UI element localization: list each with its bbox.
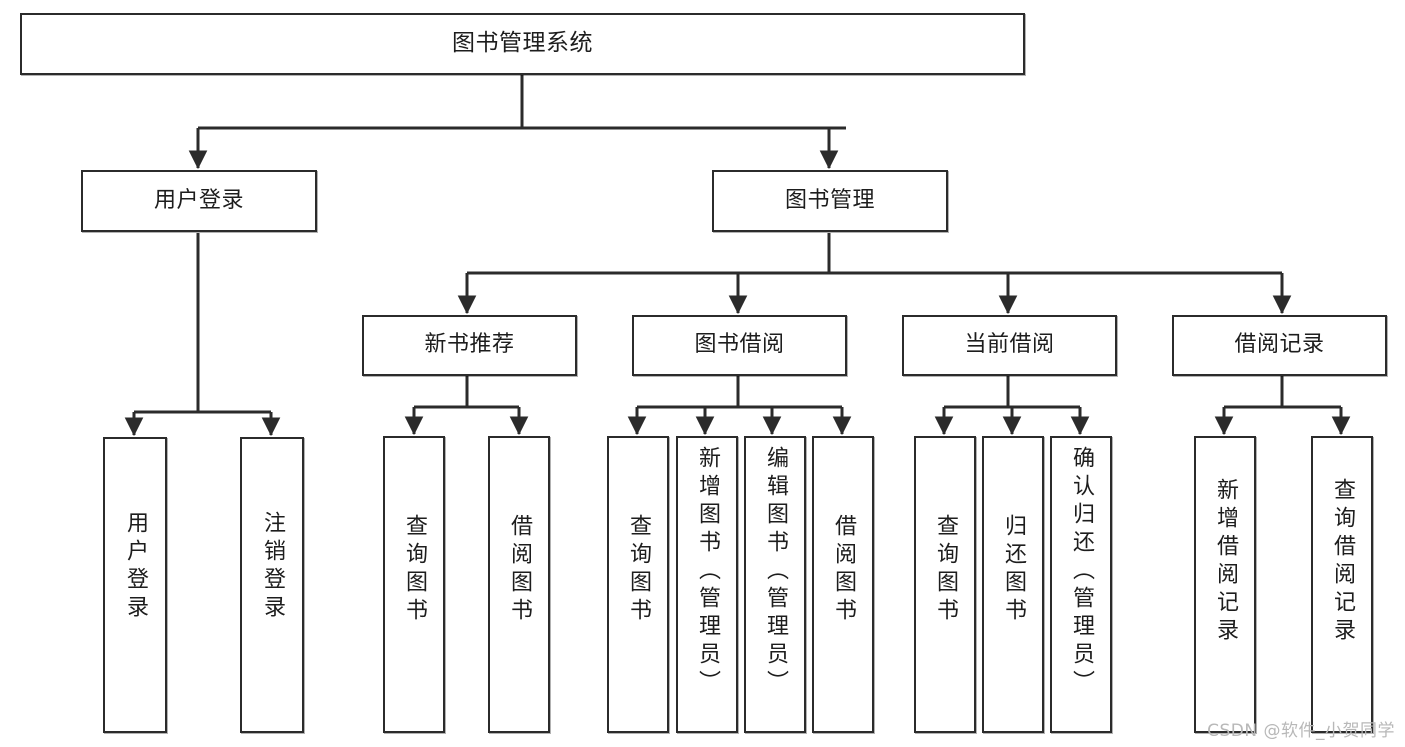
node-borrow-record[interactable]: 借阅记录 — [1172, 315, 1387, 376]
node-leaf-query-book-borrow[interactable]: 查询图书 — [607, 436, 669, 733]
node-leaf-add-book[interactable]: 新增图书（管理员） — [676, 436, 738, 733]
node-leaf-logout[interactable]: 注销登录 — [240, 437, 304, 733]
node-label: 查询借阅记录 — [1330, 478, 1355, 646]
node-label: 归还图书 — [1001, 514, 1026, 626]
node-label: 编辑图书（管理员） — [763, 446, 788, 698]
node-label: 借阅图书 — [831, 514, 856, 626]
node-leaf-add-borrow-record[interactable]: 新增借阅记录 — [1194, 436, 1256, 733]
node-label: 查询图书 — [402, 514, 427, 626]
node-label: 查询图书 — [933, 514, 958, 626]
node-label: 借阅记录 — [1234, 332, 1325, 358]
csdn-watermark: CSDN @软件_小贺同学 — [1207, 721, 1395, 741]
node-leaf-user-login[interactable]: 用户登录 — [103, 437, 167, 733]
node-leaf-return-book[interactable]: 归还图书 — [982, 436, 1044, 733]
node-label: 图书管理系统 — [452, 30, 593, 57]
node-root-system[interactable]: 图书管理系统 — [20, 13, 1025, 75]
node-label: 图书借阅 — [694, 332, 785, 358]
node-leaf-query-book-current[interactable]: 查询图书 — [914, 436, 976, 733]
node-leaf-borrow-book[interactable]: 借阅图书 — [812, 436, 874, 733]
node-leaf-confirm-return[interactable]: 确认归还（管理员） — [1050, 436, 1112, 733]
node-new-book-recommend[interactable]: 新书推荐 — [362, 315, 577, 376]
node-leaf-borrow-book-recommend[interactable]: 借阅图书 — [488, 436, 550, 733]
node-current-borrow[interactable]: 当前借阅 — [902, 315, 1117, 376]
node-leaf-query-book-recommend[interactable]: 查询图书 — [383, 436, 445, 733]
node-label: 用户登录 — [153, 187, 244, 213]
node-label: 图书管理 — [784, 187, 875, 213]
node-book-manage[interactable]: 图书管理 — [712, 170, 948, 232]
node-label: 注销登录 — [260, 511, 285, 623]
node-label: 查询图书 — [626, 514, 651, 626]
node-leaf-query-borrow-record[interactable]: 查询借阅记录 — [1311, 436, 1373, 733]
node-book-borrow[interactable]: 图书借阅 — [632, 315, 847, 376]
node-label: 当前借阅 — [964, 332, 1055, 358]
node-leaf-edit-book[interactable]: 编辑图书（管理员） — [744, 436, 806, 733]
node-label: 新增借阅记录 — [1213, 478, 1238, 646]
node-label: 新书推荐 — [424, 332, 515, 358]
node-label: 新增图书（管理员） — [695, 446, 720, 698]
node-label: 借阅图书 — [507, 514, 532, 626]
node-label: 用户登录 — [123, 511, 148, 623]
node-user-login[interactable]: 用户登录 — [81, 170, 317, 232]
node-label: 确认归还（管理员） — [1069, 446, 1094, 698]
